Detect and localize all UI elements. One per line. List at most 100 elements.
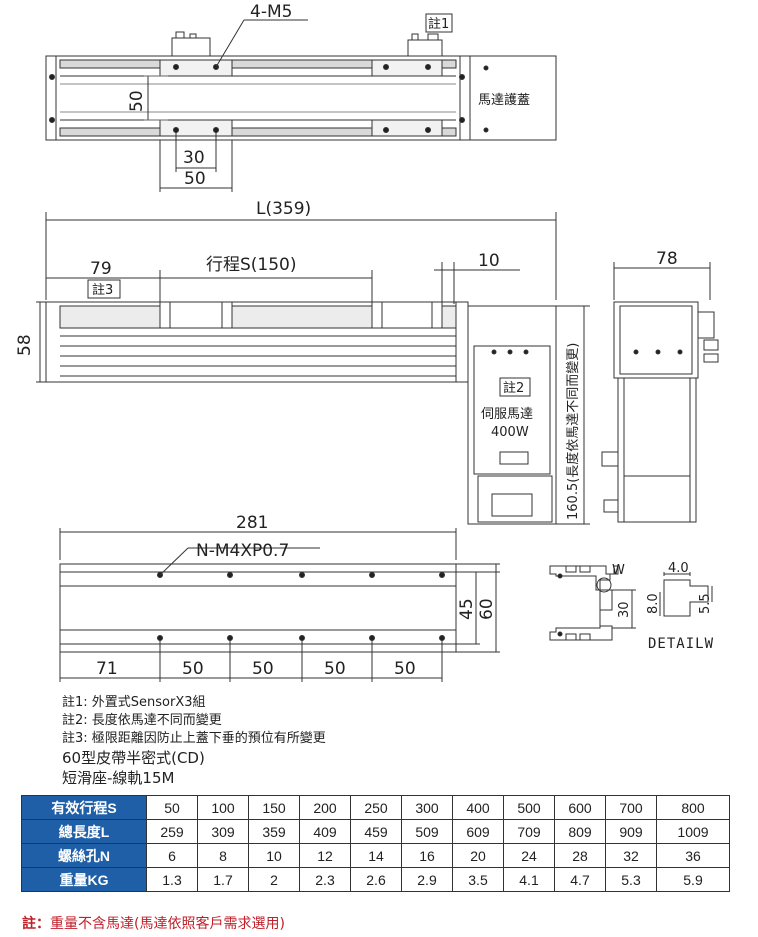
table-cell: 1.3 — [146, 867, 198, 892]
note-2: 註2: 長度依馬達不同而變更 — [62, 713, 222, 728]
power-label: 400W — [491, 425, 529, 440]
table-cell: 609 — [452, 819, 504, 844]
note1-tag: 註1 — [428, 17, 449, 32]
servo-motor-label: 伺服馬達 — [481, 407, 533, 422]
table-cell: 359 — [248, 819, 300, 844]
bottom-hole-callout: N-M4XP0.7 — [196, 541, 289, 561]
dim-45: 45 — [457, 598, 477, 620]
table-cell: 800 — [656, 795, 730, 820]
model-name: 60型皮帶半密式(CD) — [62, 749, 205, 767]
detail-dim-8: 8.0 — [646, 593, 661, 614]
table-cell: 24 — [503, 843, 555, 868]
table-cell: 2.3 — [299, 867, 351, 892]
dim-79: 79 — [90, 259, 112, 279]
top-hole-callout: 4-M5 — [250, 2, 292, 22]
detail-dim-5-5: 5.5 — [698, 593, 713, 614]
table-cell: 14 — [350, 843, 402, 868]
detail-w-mark: W — [612, 563, 625, 578]
note-3: 註3: 極限距離因防止上蓋下垂的預位有所變更 — [62, 731, 326, 746]
dim-60: 60 — [477, 598, 497, 620]
top-view-motor-cover — [469, 55, 557, 141]
table-cell: 50 — [146, 795, 198, 820]
table-cell: 909 — [605, 819, 657, 844]
dim-30: 30 — [183, 148, 205, 168]
table-cell: 309 — [197, 819, 249, 844]
table-cell: 1009 — [656, 819, 730, 844]
slider-type: 短滑座-線軌15M — [62, 769, 175, 787]
detail-w-view — [659, 572, 713, 617]
note3-tag: 註3 — [92, 283, 113, 298]
footnote-prefix: 註： — [22, 916, 50, 932]
table-cell: 10 — [248, 843, 300, 868]
dim-50-vertical: 50 — [127, 90, 147, 112]
table-cell: 32 — [605, 843, 657, 868]
table-cell: 809 — [554, 819, 606, 844]
table-cell: 2.6 — [350, 867, 402, 892]
table-cell: 600 — [554, 795, 606, 820]
table-cell: 409 — [299, 819, 351, 844]
table-cell: 509 — [401, 819, 453, 844]
table-cell: 1.7 — [197, 867, 249, 892]
table-cell: 150 — [248, 795, 300, 820]
row-header: 螺絲孔N — [21, 843, 147, 868]
detail-dim-30: 30 — [617, 601, 632, 618]
bottom-holes-top-row — [157, 572, 445, 578]
footnote-text: 重量不含馬達(馬達依照客戶需求選用) — [50, 916, 285, 932]
dim-50-bottom: 50 — [184, 169, 206, 189]
table-cell: 2.9 — [401, 867, 453, 892]
detail-dim-4: 4.0 — [668, 561, 689, 576]
table-cell: 4.1 — [503, 867, 555, 892]
table-cell: 16 — [401, 843, 453, 868]
table-cell: 709 — [503, 819, 555, 844]
dim-281: 281 — [236, 513, 268, 533]
table-cell: 3.5 — [452, 867, 504, 892]
table-cell: 36 — [656, 843, 730, 868]
bottom-holes-bottom-row — [157, 635, 445, 641]
dim-58: 58 — [15, 334, 35, 356]
table-cell: 100 — [197, 795, 249, 820]
table-cell: 400 — [452, 795, 504, 820]
table-cell: 259 — [146, 819, 198, 844]
stroke-dim: 行程S(150) — [206, 255, 297, 275]
table-cell: 5.9 — [656, 867, 730, 892]
row-header: 重量KG — [21, 867, 147, 892]
bottom-view-body — [59, 563, 457, 653]
weight-footnote: 註：重量不含馬達(馬達依照客戶需求選用) — [22, 913, 285, 933]
table-cell: 250 — [350, 795, 402, 820]
table-cell: 4.7 — [554, 867, 606, 892]
note2-tag: 註2 — [503, 381, 524, 396]
table-cell: 28 — [554, 843, 606, 868]
detail-title: DETAILW — [648, 636, 714, 652]
dim-10: 10 — [478, 251, 500, 271]
table-cell: 300 — [401, 795, 453, 820]
dim-71: 71 — [96, 659, 118, 679]
length-L: L(359) — [256, 199, 311, 219]
table-cell: 459 — [350, 819, 402, 844]
side-view-body — [613, 301, 699, 379]
motor-length-dim: 160.5(長度依馬達不同而變更) — [565, 343, 581, 520]
table-cell: 8 — [197, 843, 249, 868]
table-cell: 2 — [248, 867, 300, 892]
motor-cover-label: 馬達護蓋 — [478, 92, 530, 108]
notes-block: 註1: 外置式SensorX3組 註2: 長度依馬達不同而變更 註3: 極限距離… — [62, 694, 326, 788]
pitch-dim-2: 50 — [252, 659, 274, 679]
table-cell: 5.3 — [605, 867, 657, 892]
servo-motor-front — [467, 305, 557, 525]
pitch-dim-4: 50 — [394, 659, 416, 679]
table-cell: 6 — [146, 843, 198, 868]
table-cell: 700 — [605, 795, 657, 820]
row-header: 總長度L — [21, 819, 147, 844]
profile-section — [549, 565, 619, 641]
note1-tag-box — [425, 13, 453, 33]
note-1: 註1: 外置式SensorX3組 — [62, 695, 206, 710]
top-view — [45, 19, 557, 141]
row-header: 有效行程S — [21, 795, 147, 820]
table-cell: 200 — [299, 795, 351, 820]
table-cell: 12 — [299, 843, 351, 868]
